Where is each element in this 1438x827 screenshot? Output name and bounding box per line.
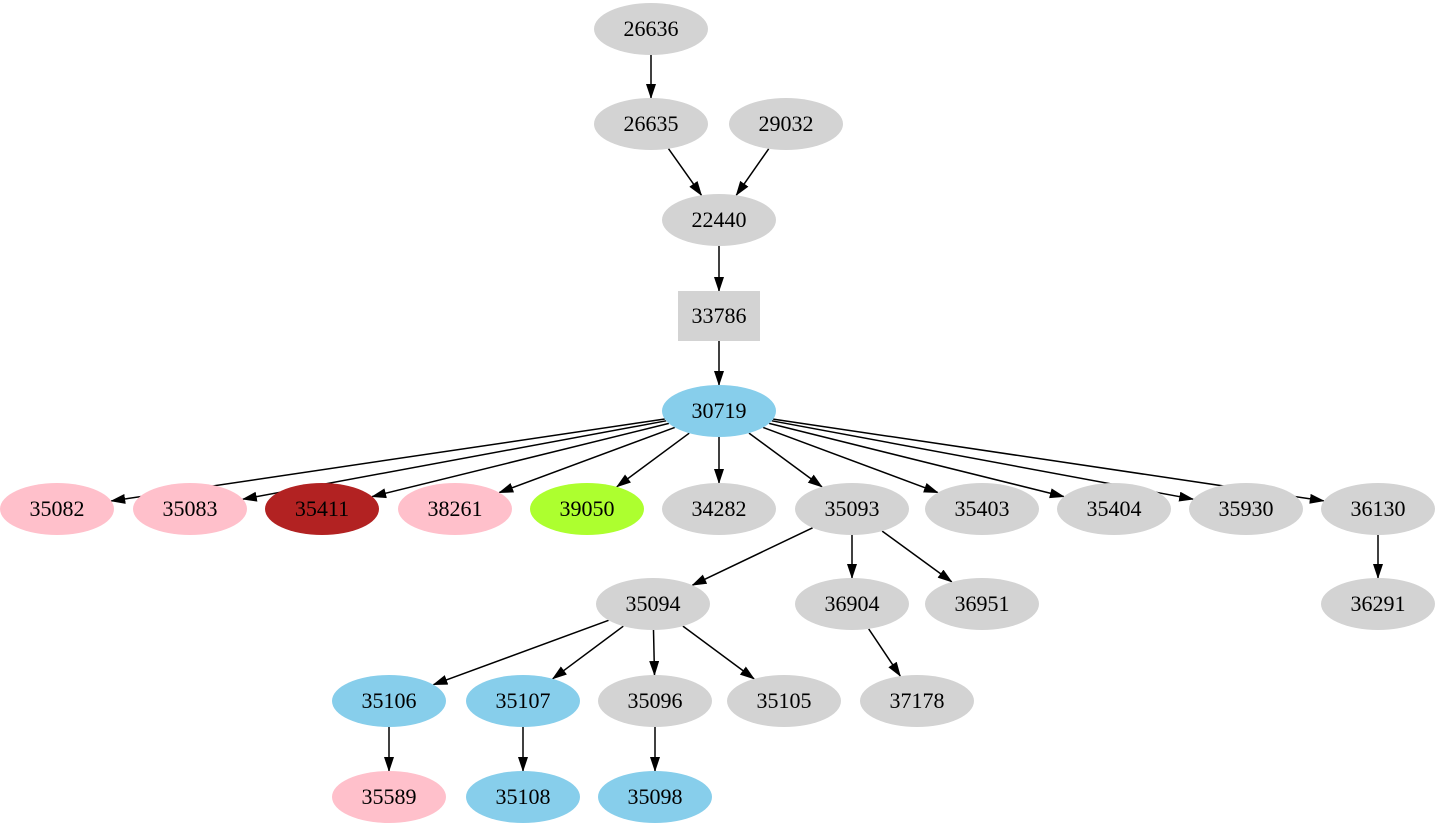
- edge-29032-to-22440: [735, 148, 770, 197]
- edge-30719-to-35411: [371, 422, 670, 499]
- edge-35093-to-35094: [691, 527, 813, 586]
- edge-35094-to-35107: [551, 625, 624, 680]
- edge-30719-to-35093: [748, 432, 823, 488]
- edge-26635-to-22440: [667, 148, 703, 197]
- edge-30719-to-36130: [773, 418, 1325, 504]
- edge-30719-to-35083: [241, 420, 667, 502]
- edge-35094-to-35106: [432, 619, 609, 686]
- edge-30719-to-35403: [762, 426, 939, 494]
- edge-35093-to-36951: [881, 530, 953, 583]
- edge-30719-to-35404: [768, 422, 1065, 499]
- edge-30719-to-35930: [771, 420, 1195, 502]
- edge-30719-to-39050: [615, 432, 690, 488]
- edge-30719-to-35082: [110, 418, 665, 504]
- edge-35094-to-35105: [682, 625, 755, 680]
- edge-30719-to-38261: [498, 426, 676, 494]
- edge-36904-to-37178: [868, 628, 901, 677]
- edge-35094-to-35096: [649, 629, 660, 676]
